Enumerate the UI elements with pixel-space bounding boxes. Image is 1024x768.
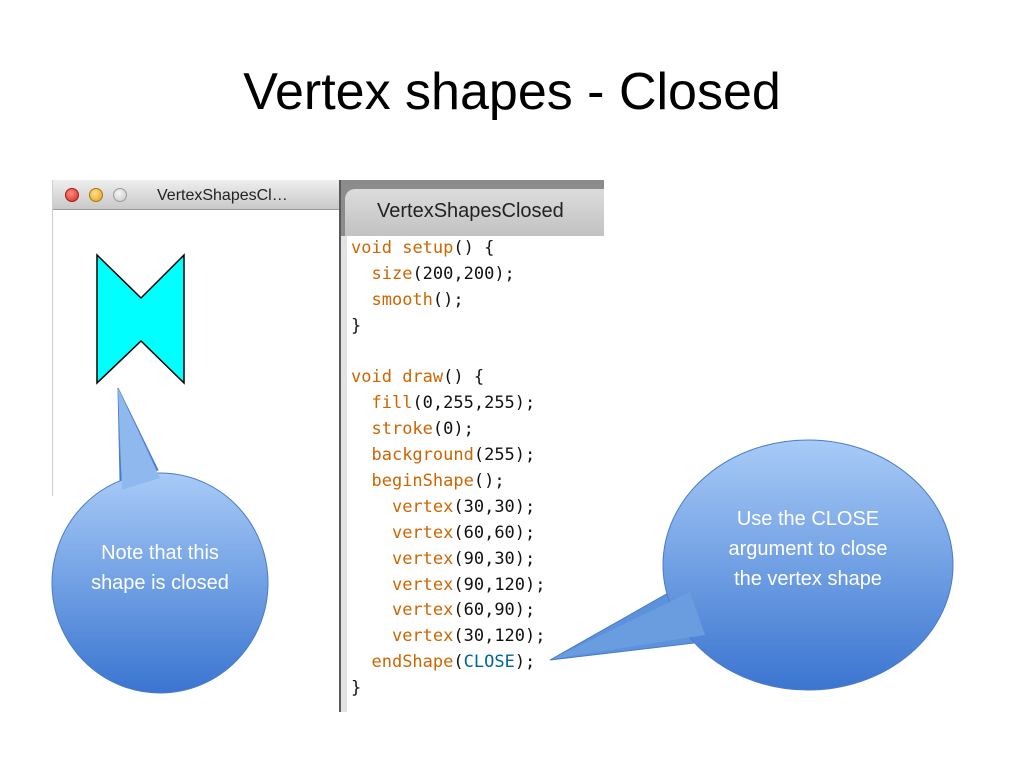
code-line: stroke(0); xyxy=(371,419,474,440)
vertex-shape xyxy=(96,253,185,385)
code-line: endShape(CLOSE); xyxy=(371,652,536,673)
sketch-canvas xyxy=(53,210,341,496)
code-line: ​ xyxy=(351,340,546,366)
tab-vertexshapesclosed[interactable]: VertexShapesClosed xyxy=(345,189,604,236)
slide-title: Vertex shapes - Closed xyxy=(243,63,781,121)
editor-tabstrip: VertexShapesClosed xyxy=(341,180,604,236)
callout-left-text: Note that this shape is closed xyxy=(91,542,229,594)
close-button[interactable] xyxy=(65,188,79,202)
code-line: vertex(90,30); xyxy=(391,548,536,569)
code-area[interactable]: void setup() { size(200,200); smooth();}… xyxy=(351,236,546,702)
code-line: fill(0,255,255); xyxy=(371,393,536,414)
minimize-button[interactable] xyxy=(89,188,103,202)
editor-gutter xyxy=(341,236,347,712)
code-line: void setup() { xyxy=(351,238,495,258)
code-line: vertex(60,60); xyxy=(391,522,536,543)
code-line: vertex(60,90); xyxy=(391,600,536,621)
code-line: } xyxy=(351,315,362,336)
code-line: vertex(90,120); xyxy=(391,574,546,595)
code-line: background(255); xyxy=(371,445,536,466)
sketch-window: VertexShapesCl… xyxy=(52,180,341,496)
code-line: size(200,200); xyxy=(371,263,515,284)
sketch-window-title: VertexShapesCl… xyxy=(157,187,288,204)
code-line: void draw() { xyxy=(351,367,485,388)
code-line: smooth(); xyxy=(371,289,464,310)
zoom-button[interactable] xyxy=(113,188,127,202)
code-editor: VertexShapesClosed void setup() { size(2… xyxy=(339,180,604,712)
code-line: } xyxy=(351,678,362,699)
code-line: beginShape(); xyxy=(371,471,505,492)
sketch-titlebar[interactable]: VertexShapesCl… xyxy=(53,180,341,210)
code-line: vertex(30,120); xyxy=(391,626,546,647)
callout-right-text: Use the CLOSE argument to close the vert… xyxy=(728,508,888,590)
code-line: vertex(30,30); xyxy=(391,496,536,517)
